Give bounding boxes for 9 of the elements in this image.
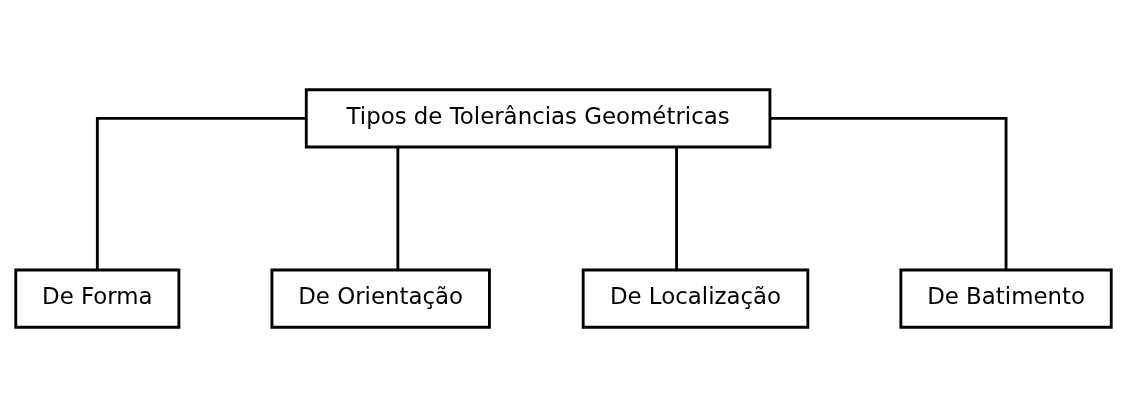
node-box: De Forma	[14, 268, 181, 329]
connector	[396, 147, 400, 270]
node-box: Tipos de Tolerâncias Geométricas	[304, 88, 772, 149]
connector	[95, 116, 307, 270]
node-box: De Batimento	[899, 268, 1113, 329]
connector	[770, 116, 1008, 270]
node-box: De Orientação	[270, 268, 491, 329]
node-box: De Localização	[581, 268, 810, 329]
connector	[675, 147, 678, 270]
